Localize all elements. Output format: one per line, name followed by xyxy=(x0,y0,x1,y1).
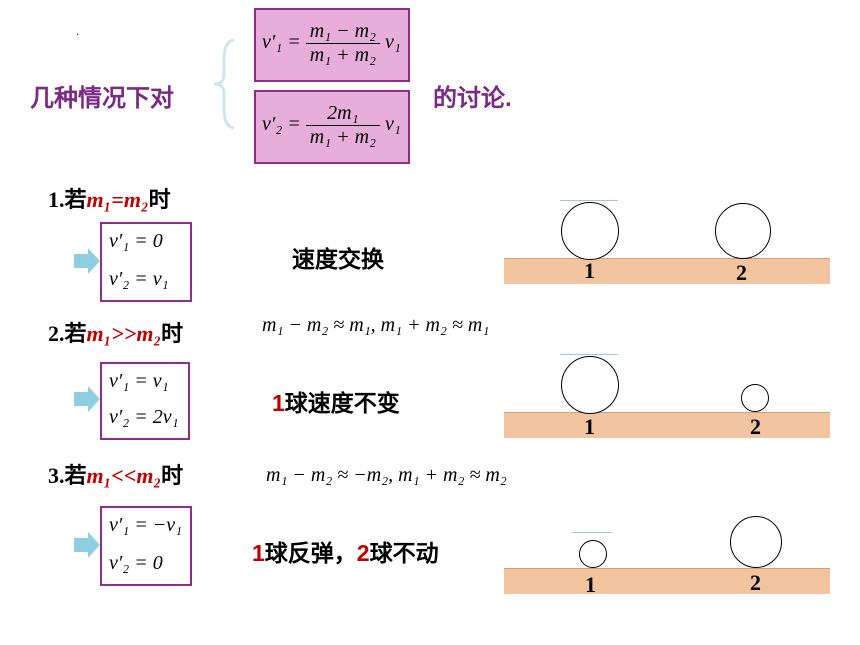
left-brace-icon xyxy=(213,38,235,130)
right-arrow-icon xyxy=(74,386,100,412)
formula2-fraction: 2m₁ m₁ + m₂ xyxy=(305,102,380,149)
case2-approximation: m₁ − m₂ ≈ m₁, m₁ + m₂ ≈ m₁ xyxy=(262,314,490,336)
title-left: 几种情况下对 xyxy=(30,85,174,112)
case1-result1: v′₁ = 0 xyxy=(109,230,163,252)
case1-ball-1 xyxy=(561,202,619,260)
case1-ball-1-label: 1 xyxy=(584,258,595,283)
case2-ball-2 xyxy=(741,384,769,412)
case3-description: 1球反弹，2球不动 xyxy=(252,540,439,566)
case1-ball-2-label: 2 xyxy=(736,260,747,285)
formula2-numerator: 2m₁ xyxy=(305,102,380,126)
title-right: 的讨论. xyxy=(433,85,512,112)
formula1-numerator: m₁ − m₂ xyxy=(305,20,380,44)
formula1-fraction: m₁ − m₂ m₁ + m₂ xyxy=(305,20,380,67)
stray-dot: . xyxy=(76,24,80,38)
case3-ball-2-label: 2 xyxy=(750,570,761,595)
case2-ball-2-label: 2 xyxy=(750,414,761,439)
case2-result1: v′₁ = v₁ xyxy=(109,370,169,392)
case1-ball-2 xyxy=(715,203,771,259)
formula-box-v1: v′₁ = m₁ − m₂ m₁ + m₂ v₁ xyxy=(254,8,410,82)
case2-result2: v′₂ = 2v₁ xyxy=(109,406,179,428)
formula1-rhs: v₁ xyxy=(385,31,401,54)
formula1-denominator: m₁ + m₂ xyxy=(309,44,376,66)
case1-result-box: v′₁ = 0 v′₂ = v₁ xyxy=(100,222,192,302)
case3-result-box: v′₁ = −v₁ v′₂ = 0 xyxy=(100,506,192,586)
right-arrow-icon xyxy=(74,532,100,558)
case1-condition: 1.若m₁=m₂时 xyxy=(48,187,171,212)
case1-velocity-arrow xyxy=(560,200,618,201)
case2-description: 1球速度不变 xyxy=(272,390,400,416)
right-arrow-icon xyxy=(74,248,100,274)
case3-velocity-arrow xyxy=(572,532,612,533)
case1-description: 速度交换 xyxy=(292,246,384,272)
case2-ball-1-label: 1 xyxy=(584,414,595,439)
formula-box-v2: v′₂ = 2m₁ m₁ + m₂ v₁ xyxy=(254,90,410,164)
case2-result-box: v′₁ = v₁ v′₂ = 2v₁ xyxy=(100,362,190,440)
formula1-lhs: v′₁ = xyxy=(262,31,301,54)
case3-ball-1-label: 1 xyxy=(585,572,596,597)
case2-ball-1 xyxy=(561,356,619,414)
case3-result2: v′₂ = 0 xyxy=(109,552,163,574)
case3-ball-1 xyxy=(579,540,607,568)
case3-approximation: m₁ − m₂ ≈ −m₂, m₁ + m₂ ≈ m₂ xyxy=(266,464,507,486)
case3-ground xyxy=(504,568,830,594)
case3-condition: 3.若m₁<<m₂时 xyxy=(48,463,184,488)
case2-ground xyxy=(504,412,830,438)
case3-result1: v′₁ = −v₁ xyxy=(109,514,183,536)
case2-condition: 2.若m₁>>m₂时 xyxy=(48,321,184,346)
case2-velocity-arrow xyxy=(560,354,618,355)
formula2-lhs: v′₂ = xyxy=(262,113,301,136)
formula2-rhs: v₁ xyxy=(385,113,401,136)
case1-result2: v′₂ = v₁ xyxy=(109,268,169,290)
case3-ball-2 xyxy=(730,516,782,568)
formula2-denominator: m₁ + m₂ xyxy=(309,126,376,148)
case1-ground xyxy=(504,258,830,284)
